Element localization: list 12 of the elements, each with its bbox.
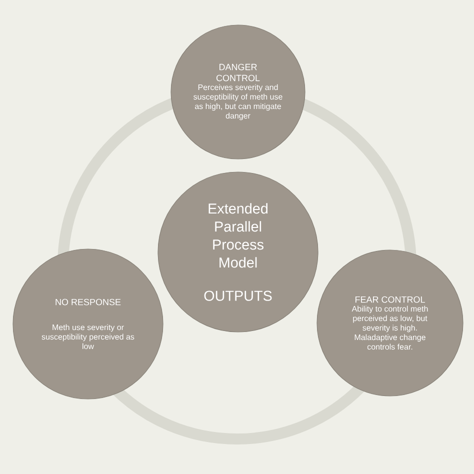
circle-node bbox=[158, 172, 318, 332]
circle-node bbox=[316, 250, 464, 396]
circle-heading: FEAR CONTROL bbox=[356, 296, 425, 303]
circle-heading: NO RESPONSE bbox=[56, 298, 121, 306]
circle-heading: DANGER CONTROL bbox=[216, 64, 260, 82]
circle-text: Meth use severity or susceptibility perceived as low bbox=[42, 324, 134, 350]
circle-text: OUTPUTS bbox=[204, 290, 272, 301]
circle-node bbox=[170, 24, 306, 160]
circle-node bbox=[12, 248, 164, 400]
circle-text: Ability to control meth perceived as low, but severity is high. Maladaptive change controls fear. bbox=[352, 306, 428, 350]
circle-heading: Extended Parallel Process Model bbox=[208, 203, 268, 268]
circle-text: Perceives severity and susceptibility of meth use as high, but can mitigate danger bbox=[194, 84, 282, 120]
